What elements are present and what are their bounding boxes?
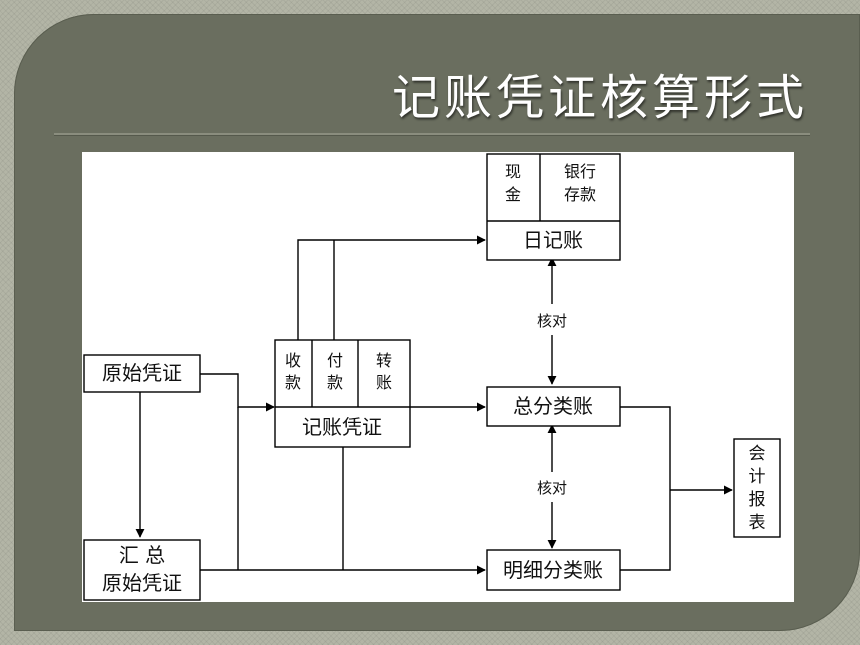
edge-shoukuan-up bbox=[297, 235, 486, 340]
node-fukuan-c2: 款 bbox=[327, 373, 343, 392]
edge-mingxi-out bbox=[620, 490, 671, 571]
node-fukuan-c1: 付 bbox=[327, 351, 343, 370]
node-shoukuan-c1: 收 bbox=[285, 351, 301, 370]
hedui-label-bottom: 核对 bbox=[537, 479, 567, 497]
node-zongfenlei-box bbox=[486, 386, 621, 427]
hedui-label-top: 核对 bbox=[537, 312, 567, 330]
node-yuanshi-box bbox=[83, 354, 201, 393]
node-mingxi-box bbox=[486, 549, 621, 591]
node-rijizhang-label: 日记账 bbox=[523, 228, 583, 252]
node-zhuanzhang-c2: 账 bbox=[376, 373, 392, 392]
node-jizhang-dividers bbox=[275, 340, 410, 408]
node-xianjin-c2: 金 bbox=[505, 185, 521, 204]
node-mingxi-label: 明细分类账 bbox=[503, 558, 603, 582]
node-yuanshi-label: 原始凭证 bbox=[102, 361, 182, 385]
flow-diagram: 核对 核对 原始凭证 汇 总 原始凭证 收 款 付 款 转 账 记账凭证 现 金… bbox=[83, 153, 781, 601]
node-baobiao-c3: 报 bbox=[749, 490, 766, 510]
node-yinhang-line2: 存款 bbox=[564, 185, 596, 204]
node-shoukuan-c2: 款 bbox=[285, 373, 301, 392]
node-baobiao-box bbox=[733, 438, 781, 538]
edge-zongfenlei-out bbox=[620, 406, 671, 490]
node-jizhang-group-box bbox=[274, 339, 411, 448]
node-huizong-box bbox=[83, 539, 201, 601]
title-divider bbox=[54, 133, 810, 135]
slide-title: 记账凭证核算形式 bbox=[391, 70, 808, 126]
diagram-panel: 核对 核对 原始凭证 汇 总 原始凭证 收 款 付 款 转 账 记账凭证 现 金… bbox=[82, 152, 794, 602]
node-yinhang-line1: 银行 bbox=[564, 162, 596, 181]
node-huizong-line1: 汇 总 bbox=[119, 543, 165, 567]
node-jizhang-label: 记账凭证 bbox=[302, 415, 382, 439]
node-rijizhang-group-box bbox=[486, 153, 621, 261]
node-xianjin-c1: 现 bbox=[505, 162, 521, 181]
node-rijizhang-dividers bbox=[487, 154, 620, 222]
edge-yuanshi-to-jizhang bbox=[200, 373, 275, 412]
node-baobiao-c4: 表 bbox=[749, 513, 766, 533]
node-baobiao-c1: 会 bbox=[749, 444, 766, 464]
node-huizong-line2: 原始凭证 bbox=[102, 571, 182, 595]
node-zhuanzhang-c1: 转 bbox=[376, 351, 392, 370]
node-baobiao-c2: 计 bbox=[749, 467, 766, 487]
node-zongfenlei-label: 总分类账 bbox=[513, 394, 593, 418]
